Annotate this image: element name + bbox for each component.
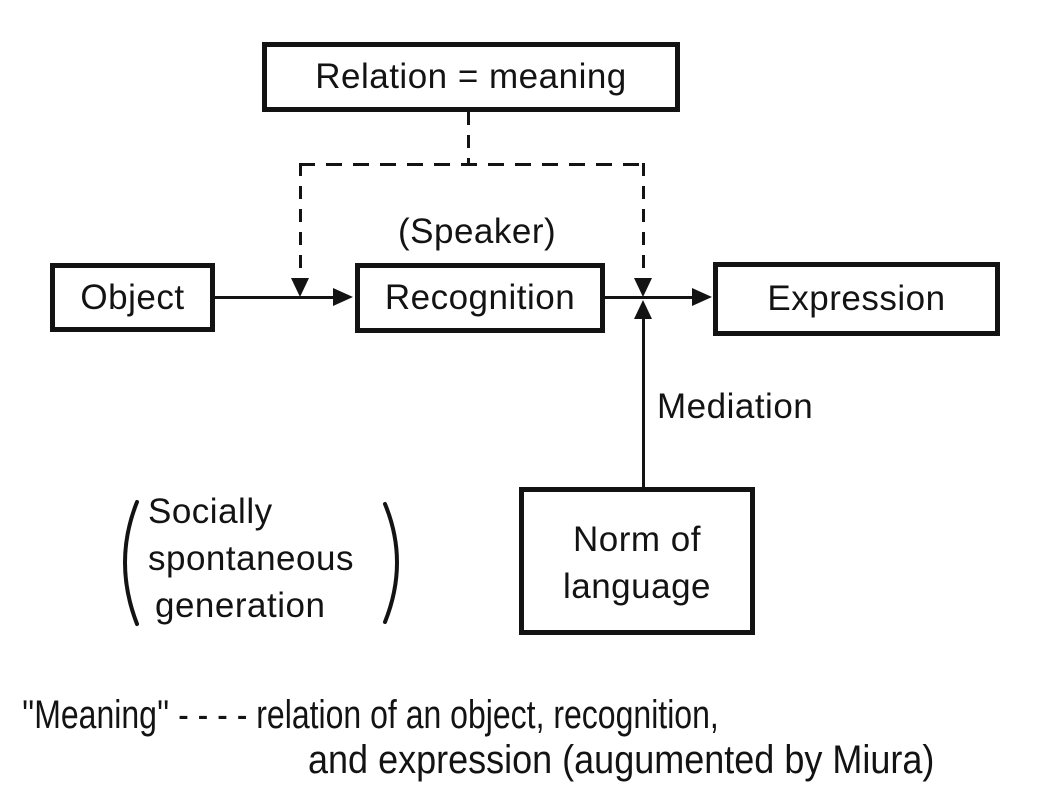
note-line-3: generation xyxy=(155,586,326,625)
recognition-label: Recognition xyxy=(384,278,576,317)
expression-box: Expression xyxy=(713,262,1000,336)
arrow-object-to-recognition xyxy=(215,296,335,299)
speaker-label: (Speaker) xyxy=(398,212,557,251)
object-box: Object xyxy=(50,263,215,332)
expression-label: Expression xyxy=(767,279,946,318)
arrow-recognition-to-expression xyxy=(605,296,694,299)
dashed-stem-line xyxy=(467,112,470,164)
arrowhead-up-icon xyxy=(634,300,652,319)
caption-line-1: ''Meaning'' - - - - relation of an objec… xyxy=(22,693,719,737)
caption-line-2: and expression (augumented by Miura) xyxy=(308,738,935,782)
parentheses-icon xyxy=(123,500,399,626)
arrow-norm-to-junction xyxy=(642,310,645,487)
note-line-1: Socially xyxy=(148,492,273,531)
norm-of-language-box: Norm of language xyxy=(519,487,755,635)
norm-label-line1: Norm of xyxy=(573,520,701,559)
mediation-label: Mediation xyxy=(657,387,814,426)
dashed-bracket-top-line xyxy=(299,163,645,166)
arrowhead-down-right-icon xyxy=(634,278,652,297)
arrowhead-right-icon xyxy=(333,288,353,306)
arrowhead-right-icon xyxy=(692,288,712,306)
relation-meaning-label: Relation = meaning xyxy=(315,57,627,96)
dashed-bracket-left-line xyxy=(299,163,302,280)
recognition-box: Recognition xyxy=(355,263,605,333)
arrowhead-down-left-icon xyxy=(291,278,309,297)
note-line-2: spontaneous xyxy=(148,539,354,578)
relation-meaning-box: Relation = meaning xyxy=(262,42,680,112)
object-label: Object xyxy=(80,277,185,317)
dashed-bracket-right-line xyxy=(642,163,645,280)
socially-spontaneous-generation-note: Socially spontaneous generation xyxy=(105,490,417,640)
norm-label-line2: language xyxy=(562,567,712,606)
